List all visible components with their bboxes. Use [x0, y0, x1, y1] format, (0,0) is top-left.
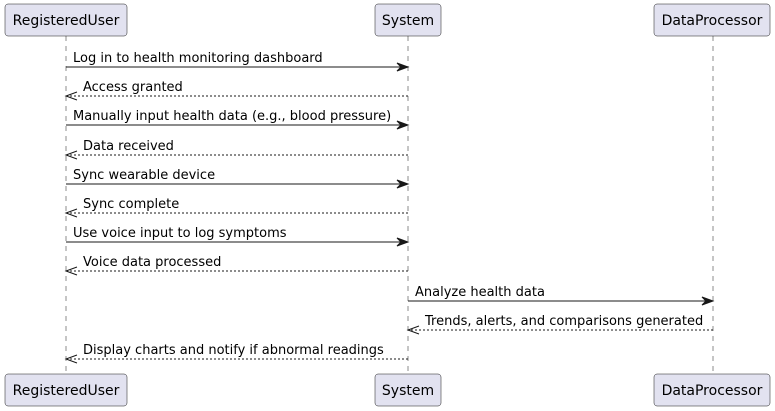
message-3: Manually input health data (e.g., blood … [66, 109, 410, 130]
messages: Log in to health monitoring dashboardAcc… [64, 51, 715, 364]
message-label: Use voice input to log symptoms [73, 226, 287, 241]
arrowhead-icon [396, 237, 410, 247]
arrowhead-icon [396, 120, 410, 130]
message-7: Use voice input to log symptoms [66, 226, 410, 247]
participant-label: RegisteredUser [13, 383, 120, 399]
arrowhead-icon [396, 62, 410, 72]
message-label: Sync complete [83, 197, 179, 212]
message-9: Analyze health data [408, 285, 715, 306]
message-1: Log in to health monitoring dashboard [66, 51, 410, 72]
message-11: Display charts and notify if abnormal re… [64, 343, 408, 364]
arrowhead-icon [396, 179, 410, 189]
arrowhead-icon [64, 91, 78, 101]
message-8: Voice data processed [64, 255, 408, 276]
participant-processor-top: DataProcessor [653, 3, 771, 37]
participant-user-bottom: RegisteredUser [4, 373, 128, 407]
participant-box [653, 3, 771, 37]
message-label: Display charts and notify if abnormal re… [83, 343, 384, 358]
message-label: Data received [83, 139, 174, 154]
message-2: Access granted [64, 80, 408, 101]
participant-box [653, 373, 771, 407]
message-label: Sync wearable device [73, 168, 215, 183]
arrowhead-icon [406, 325, 420, 335]
arrowhead-icon [64, 266, 78, 276]
participant-label: DataProcessor [662, 383, 763, 399]
participant-label: System [382, 383, 434, 399]
participant-system-top: System [374, 3, 442, 37]
message-label: Manually input health data (e.g., blood … [73, 109, 391, 124]
participant-label: System [382, 13, 434, 29]
message-4: Data received [64, 139, 408, 160]
arrowhead-icon [64, 208, 78, 218]
participant-box [374, 373, 442, 407]
participant-user-top: RegisteredUser [4, 3, 128, 37]
participant-processor-bottom: DataProcessor [653, 373, 771, 407]
message-10: Trends, alerts, and comparisons generate… [406, 314, 713, 335]
message-label: Access granted [83, 80, 183, 95]
participant-box [374, 3, 442, 37]
participant-box [4, 373, 128, 407]
participant-label: RegisteredUser [13, 13, 120, 29]
message-5: Sync wearable device [66, 168, 410, 189]
lifelines [65, 36, 714, 374]
participant-label: DataProcessor [662, 13, 763, 29]
participant-box [4, 3, 128, 37]
message-label: Trends, alerts, and comparisons generate… [424, 314, 703, 329]
message-6: Sync complete [64, 197, 408, 218]
arrowhead-icon [64, 150, 78, 160]
participants-top: RegisteredUser System DataProcessor [4, 3, 771, 37]
message-label: Analyze health data [415, 285, 545, 300]
message-label: Log in to health monitoring dashboard [73, 51, 323, 66]
message-label: Voice data processed [83, 255, 221, 270]
arrowhead-icon [701, 296, 715, 306]
participant-system-bottom: System [374, 373, 442, 407]
arrowhead-icon [64, 354, 78, 364]
participants-bottom: RegisteredUser System DataProcessor [4, 373, 771, 407]
